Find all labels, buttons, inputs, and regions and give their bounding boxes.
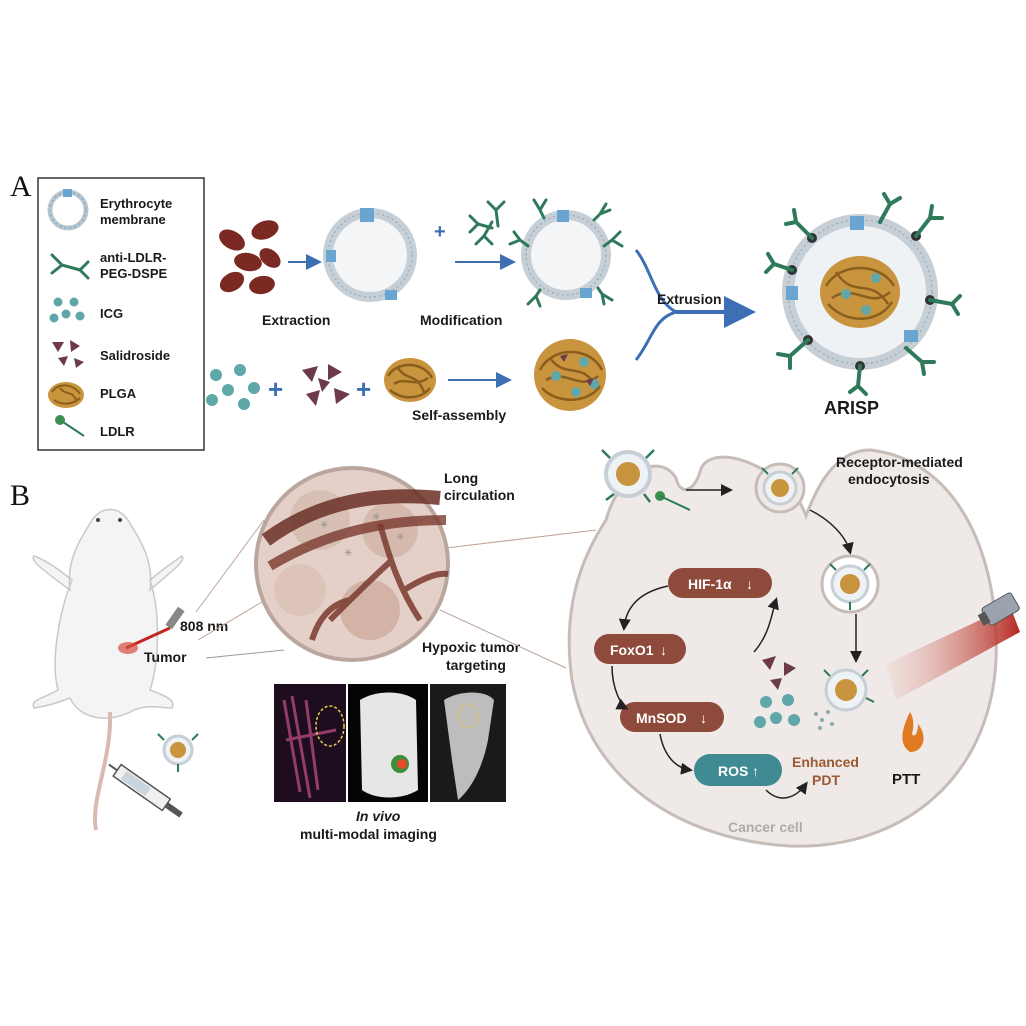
legend-label-1: Erythrocyte — [100, 196, 172, 211]
imaging-label-1: In vivo — [356, 808, 401, 824]
icg-dots-icon — [49, 297, 85, 323]
ldlr-icon — [55, 415, 85, 437]
arrow-foxo1-to-mnsod — [611, 665, 629, 710]
legend: Erythrocyte membrane anti-LDLR- PEG-DSPE… — [37, 177, 205, 451]
svg-text:✳: ✳ — [344, 548, 352, 559]
svg-text:✳: ✳ — [320, 520, 328, 531]
imaging-label-2: multi-modal imaging — [300, 826, 437, 842]
flame-icon — [902, 712, 924, 752]
svg-text:✳: ✳ — [372, 512, 380, 523]
salidroside-icon — [52, 340, 84, 368]
legend-label-3: ICG — [100, 306, 123, 321]
hif-label: HIF-1α — [688, 576, 732, 592]
membrane-icon — [47, 189, 89, 231]
receptor-label-1: Receptor-mediated — [836, 454, 963, 470]
zoom-line-4 — [439, 609, 567, 669]
cancer-cell — [567, 448, 998, 848]
pathway-ros: ROS ↑ — [694, 754, 782, 786]
svg-text:✳: ✳ — [396, 532, 404, 543]
panel-b-label: B — [10, 479, 30, 512]
plga-icon — [48, 382, 84, 408]
tumor-zoom: ✳ ✳ ✳ ✳ — [254, 466, 450, 662]
antibody-icon — [50, 253, 90, 280]
zoom-line-3 — [445, 529, 597, 549]
step-extrusion: Extrusion — [657, 291, 722, 307]
laser-label: 808 nm — [180, 618, 228, 634]
zoom-line-1 — [195, 519, 265, 613]
salidroside-molecules — [302, 364, 350, 406]
syringe-icon — [108, 763, 183, 818]
merge-arrow-bottom — [634, 310, 677, 361]
arisp-nanoparticle — [764, 192, 962, 396]
nanoparticle-core — [534, 339, 606, 411]
merge-arrow-top — [634, 249, 677, 314]
membrane-vesicle — [323, 208, 417, 302]
foxo1-down-arrow: ↓ — [660, 642, 667, 658]
ptt-label: PTT — [892, 771, 920, 788]
arrow-hif-to-foxo1 — [618, 585, 669, 631]
antibody-insertion — [468, 200, 506, 246]
legend-label-1b: membrane — [100, 212, 166, 227]
long-circulation-label-2: circulation — [444, 487, 515, 503]
legend-label-5: PLGA — [100, 386, 137, 401]
ros-up-arrow: ↑ — [752, 763, 759, 779]
plga-polymer — [384, 358, 436, 402]
ros-label: ROS — [718, 763, 748, 779]
hif-down-arrow: ↓ — [746, 576, 753, 592]
plus-sign-2: + — [268, 374, 283, 404]
particle-endocytosis — [754, 462, 806, 514]
laser-beam — [886, 606, 1020, 700]
tumor-label: Tumor — [144, 649, 187, 665]
legend-label-2b: PEG-DSPE — [100, 266, 168, 281]
step-self-assembly: Self-assembly — [412, 407, 506, 423]
plus-sign-3: + — [356, 374, 371, 404]
pathway-foxo1: FoxO1 ↓ — [594, 634, 686, 664]
cancer-cell-label: Cancer cell — [728, 819, 803, 835]
long-circulation-label-1: Long — [444, 470, 478, 486]
step-modification: Modification — [420, 312, 502, 328]
released-particle — [823, 668, 875, 712]
injected-particle-icon — [157, 733, 199, 772]
enhanced-pdt-label-1: Enhanced — [792, 754, 859, 770]
legend-label-4: Salidroside — [100, 348, 170, 363]
endosome-vesicle — [820, 554, 880, 614]
hypoxic-label-1: Hypoxic tumor — [422, 639, 521, 655]
red-blood-cells — [219, 220, 281, 295]
legend-label-2: anti-LDLR- — [100, 250, 166, 265]
foxo1-label: FoxO1 — [610, 642, 654, 658]
mouse — [32, 508, 184, 831]
arrow-mnsod-to-ros — [659, 733, 693, 775]
enhanced-pdt-label-2: PDT — [812, 772, 840, 788]
mnsod-down-arrow: ↓ — [700, 710, 707, 726]
mnsod-label: MnSOD — [636, 710, 687, 726]
released-drug — [754, 656, 834, 730]
arrow-salidroside-to-hif — [753, 597, 779, 653]
panel-a-label: A — [10, 170, 32, 203]
tumor-leader-line — [205, 649, 285, 659]
pathway-hif: HIF-1α ↓ — [668, 568, 772, 598]
laser-probe — [118, 606, 185, 654]
legend-label-6: LDLR — [100, 424, 135, 439]
receptor-label-2: endocytosis — [848, 471, 930, 487]
step-extraction: Extraction — [262, 312, 330, 328]
laser-device-icon — [977, 592, 1020, 626]
zoom-line-2 — [197, 595, 273, 641]
hypoxic-label-2: targeting — [446, 657, 506, 673]
arrow-ros-to-pdt — [765, 781, 808, 799]
modified-vesicle — [508, 198, 624, 308]
arrow-endocytosis-to-vesicle — [809, 509, 854, 555]
imaging-panels — [274, 684, 506, 802]
pathway-mnsod: MnSOD ↓ — [620, 702, 724, 732]
icg-molecules — [206, 364, 260, 410]
product-label: ARISP — [824, 398, 879, 418]
particle-binding — [601, 449, 691, 511]
plus-sign-1: + — [434, 221, 446, 243]
